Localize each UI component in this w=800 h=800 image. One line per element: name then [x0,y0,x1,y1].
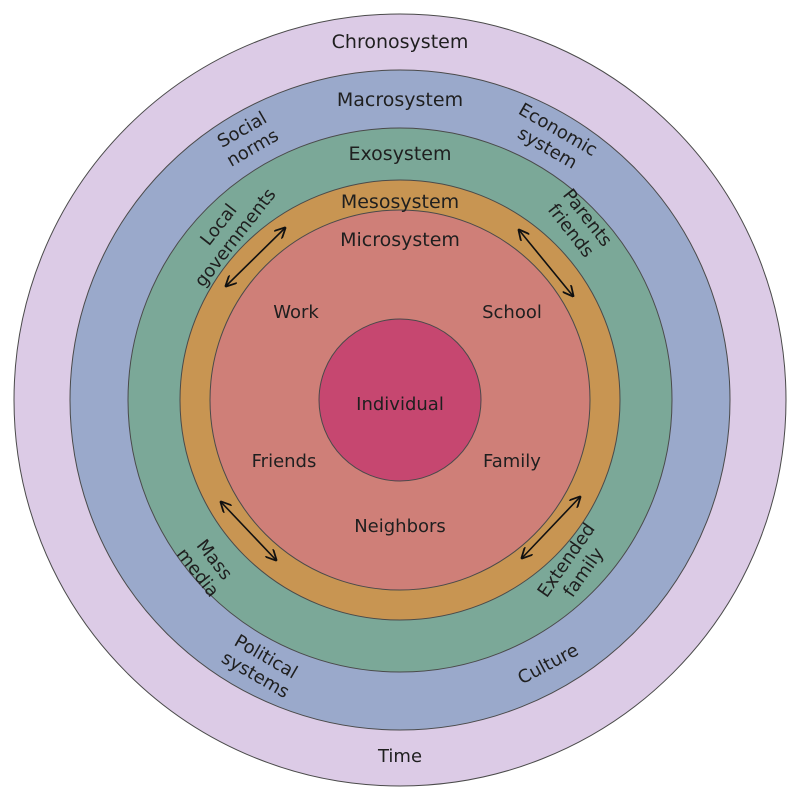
double-arrow-bottom-left-icon [221,502,276,560]
work-label: Work [273,302,319,323]
time-label: Time [377,746,422,767]
individual-circle [318,318,482,482]
chronosystem-title: Chronosystem [332,31,469,53]
family-label: Family [483,451,541,472]
double-arrow-bottom-right-icon [522,497,580,558]
exosystem-title: Exosystem [349,143,452,165]
individual-label: Individual [356,394,444,415]
school-label: School [482,302,542,323]
microsystem-title: Microsystem [340,229,460,251]
double-arrow-top-left-icon [226,228,285,286]
friends-label: Friends [252,451,317,472]
double-arrow-top-right-icon [519,230,573,296]
neighbors-label: Neighbors [354,516,446,537]
mesosystem-title: Mesosystem [341,191,459,213]
macrosystem-title: Macrosystem [337,89,463,111]
